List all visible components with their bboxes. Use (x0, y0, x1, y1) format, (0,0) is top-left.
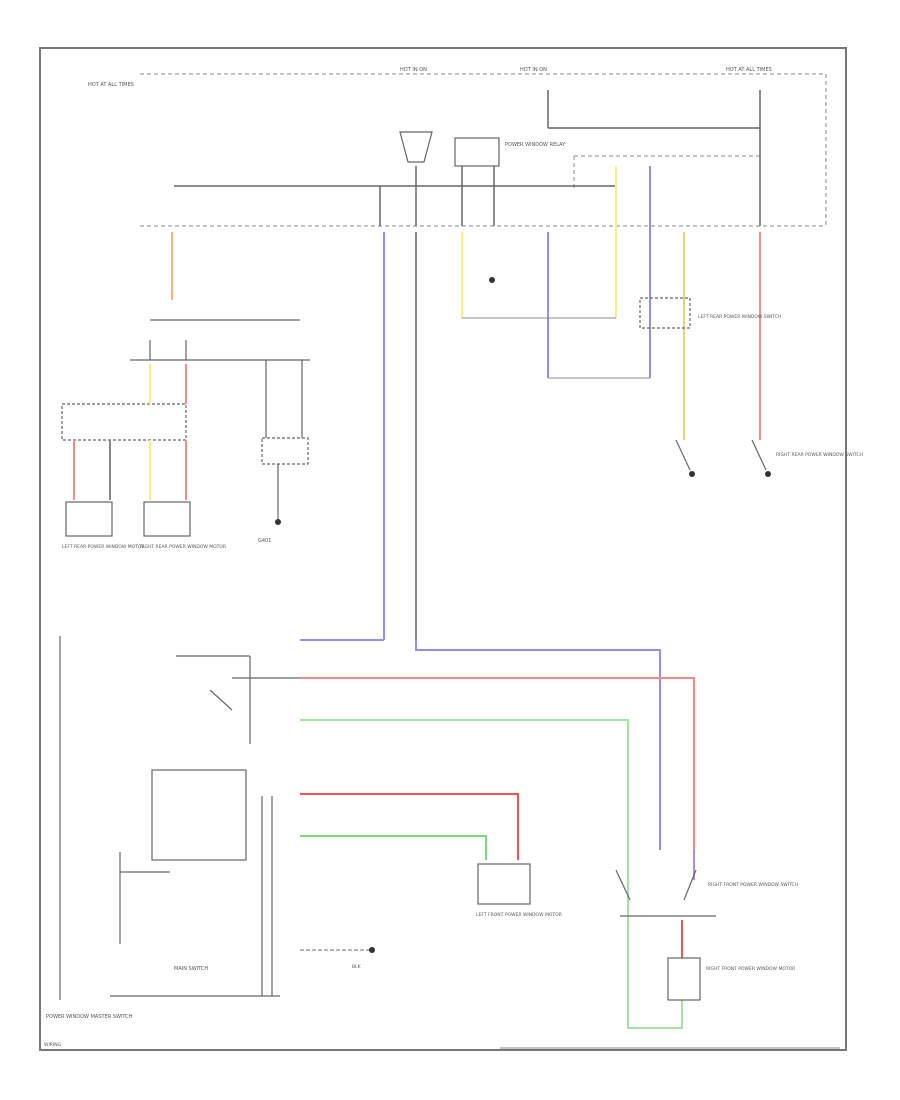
ground-dot-left (275, 519, 281, 525)
power-window-relay (399, 131, 500, 167)
main-switch-label: MAIN SWITCH (174, 966, 208, 972)
bottom-left-tag: WIRING (44, 1042, 62, 1048)
wire-ltgreen-lower (300, 719, 683, 1029)
ground-dot-bottom (369, 947, 375, 953)
left-front-motor-label: LEFT FRONT POWER WINDOW MOTOR (476, 912, 562, 918)
ground-dot-right-1 (689, 471, 695, 477)
right-front-switch (615, 869, 716, 1001)
black-bus (174, 90, 761, 226)
ground-dot-right-2 (765, 471, 771, 477)
left-rear-lock-motor (65, 501, 113, 537)
left-rear-switch-label: LEFT REAR POWER WINDOW SWITCH (698, 314, 781, 320)
right-front-motor-label: RIGHT FRONT POWER WINDOW MOTOR (706, 966, 795, 972)
ground-dot-center (489, 277, 495, 283)
right-rear-lock-label: RIGHT REAR POWER WINDOW MOTOR (140, 544, 226, 550)
hot-label-3: HOT AT ALL TIMES (726, 67, 772, 73)
right-front-switch-label: RIGHT FRONT POWER WINDOW SWITCH (708, 882, 798, 888)
master-switch-label: POWER WINDOW MASTER SWITCH (46, 1014, 133, 1020)
buck-label: BLK (352, 964, 362, 970)
wire-red-motor (300, 793, 519, 860)
wire-black-lower (415, 640, 661, 850)
diagram-border (39, 47, 847, 1051)
left-rear-switch-group (61, 319, 310, 520)
fuse-box-note: HOT AT ALL TIMES (88, 82, 134, 88)
left-rear-lock-label: LEFT REAR POWER WINDOW MOTOR (62, 544, 145, 550)
wire-green-motor (300, 835, 487, 860)
top-power-bus (140, 73, 827, 227)
hot-label-2: HOT IN ON (520, 67, 547, 73)
hot-label-1: HOT IN ON (400, 67, 427, 73)
wire-red-lower (300, 677, 695, 850)
right-switches (639, 297, 767, 471)
right-rear-switch-label: RIGHT REAR POWER WINDOW SWITCH (776, 452, 863, 458)
right-rear-lock-motor (143, 501, 191, 537)
relay-label: POWER WINDOW RELAY (505, 142, 566, 148)
left-front-motor (477, 863, 531, 905)
ground-note: G401 (258, 538, 271, 544)
power-window-master-switch (59, 636, 300, 1000)
